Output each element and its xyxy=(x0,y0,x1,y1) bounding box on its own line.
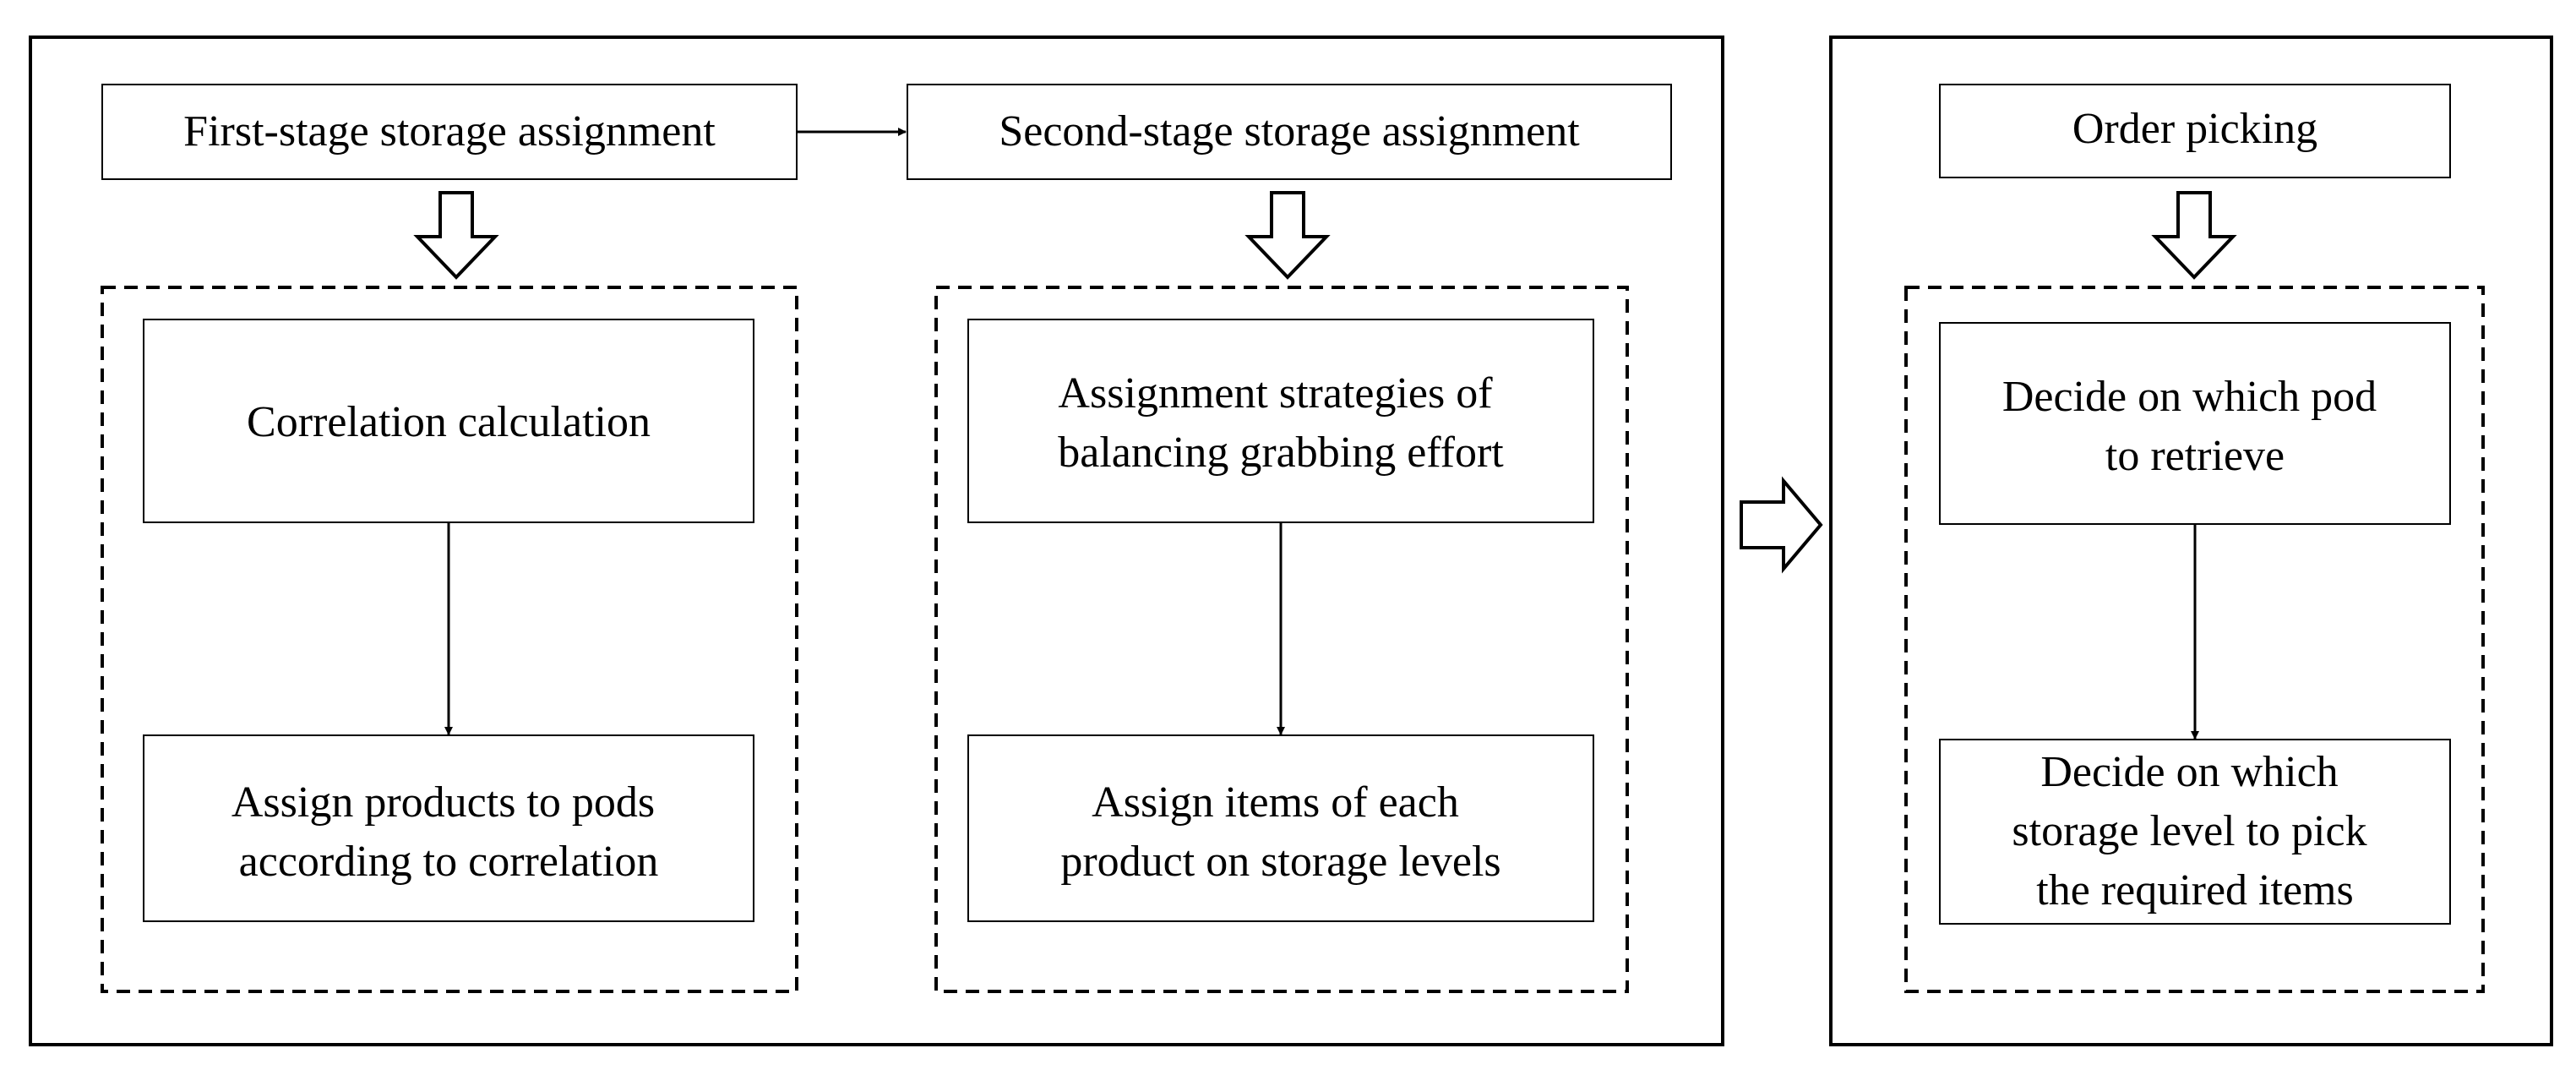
stage2-dashed-group xyxy=(934,286,1629,993)
assign-products-line-1: Assign products to pods xyxy=(231,778,655,827)
hollow-down-arrow-picking xyxy=(2151,191,2237,280)
hollow-right-arrow xyxy=(1740,476,1823,574)
svg-text:Assign products to pods: Assign products to pods according to cor… xyxy=(231,778,666,886)
assignment-strategies-line-2: balancing grabbing effort xyxy=(1058,429,1504,477)
svg-text:Assignment strategies of: Assignment strategies of balancing grabb… xyxy=(1058,369,1504,477)
svg-text:Decide on which storage: Decide on which storage level to pick th… xyxy=(2012,748,2377,914)
decide-pod-line-2: to retrieve xyxy=(2105,432,2285,480)
svg-text:Correlation calculation: Correlation calculation xyxy=(247,398,651,446)
assign-items-line-1: Assign items of each xyxy=(1092,778,1459,827)
assign-products-line-2: according to correlation xyxy=(239,838,659,886)
decide-storage-level-line-1: Decide on which xyxy=(2040,748,2338,796)
order-picking-frame xyxy=(1829,35,2553,1046)
hollow-down-arrow-stage1 xyxy=(413,191,499,280)
decide-storage-level-line-3: the required items xyxy=(2036,866,2353,914)
second-stage-header-label: Second-stage storage assignment xyxy=(999,107,1580,156)
assign-products-box: Assign products to pods according to cor… xyxy=(143,734,754,922)
first-stage-header: First-stage storage assignment xyxy=(101,84,798,180)
first-stage-header-label: First-stage storage assignment xyxy=(183,107,716,156)
second-stage-header: Second-stage storage assignment xyxy=(907,84,1672,180)
assign-items-line-2: product on storage levels xyxy=(1060,838,1500,886)
picking-dashed-group xyxy=(1904,286,2485,993)
assignment-strategies-box: Assignment strategies of balancing grabb… xyxy=(967,319,1594,523)
assign-items-box: Assign items of each product on storage … xyxy=(967,734,1594,922)
decide-storage-level-box: Decide on which storage level to pick th… xyxy=(1939,739,2451,925)
storage-assignment-frame xyxy=(29,35,1724,1046)
order-picking-header-label: Order picking xyxy=(2072,105,2317,153)
svg-text:Assign items of each pro: Assign items of each product on storage … xyxy=(1060,778,1500,886)
correlation-calculation-line-1: Correlation calculation xyxy=(247,398,651,446)
svg-text:Decide on which pod to r: Decide on which pod to retrieve xyxy=(2002,373,2388,480)
decide-pod-line-1: Decide on which pod xyxy=(2002,373,2377,421)
decide-pod-box: Decide on which pod to retrieve xyxy=(1939,322,2451,525)
assignment-strategies-line-1: Assignment strategies of xyxy=(1058,369,1493,418)
decide-storage-level-line-2: storage level to pick xyxy=(2012,807,2366,855)
stage1-dashed-group xyxy=(101,286,798,993)
hollow-down-arrow-stage2 xyxy=(1244,191,1331,280)
correlation-calculation-box: Correlation calculation xyxy=(143,319,754,523)
order-picking-header: Order picking xyxy=(1939,84,2451,178)
